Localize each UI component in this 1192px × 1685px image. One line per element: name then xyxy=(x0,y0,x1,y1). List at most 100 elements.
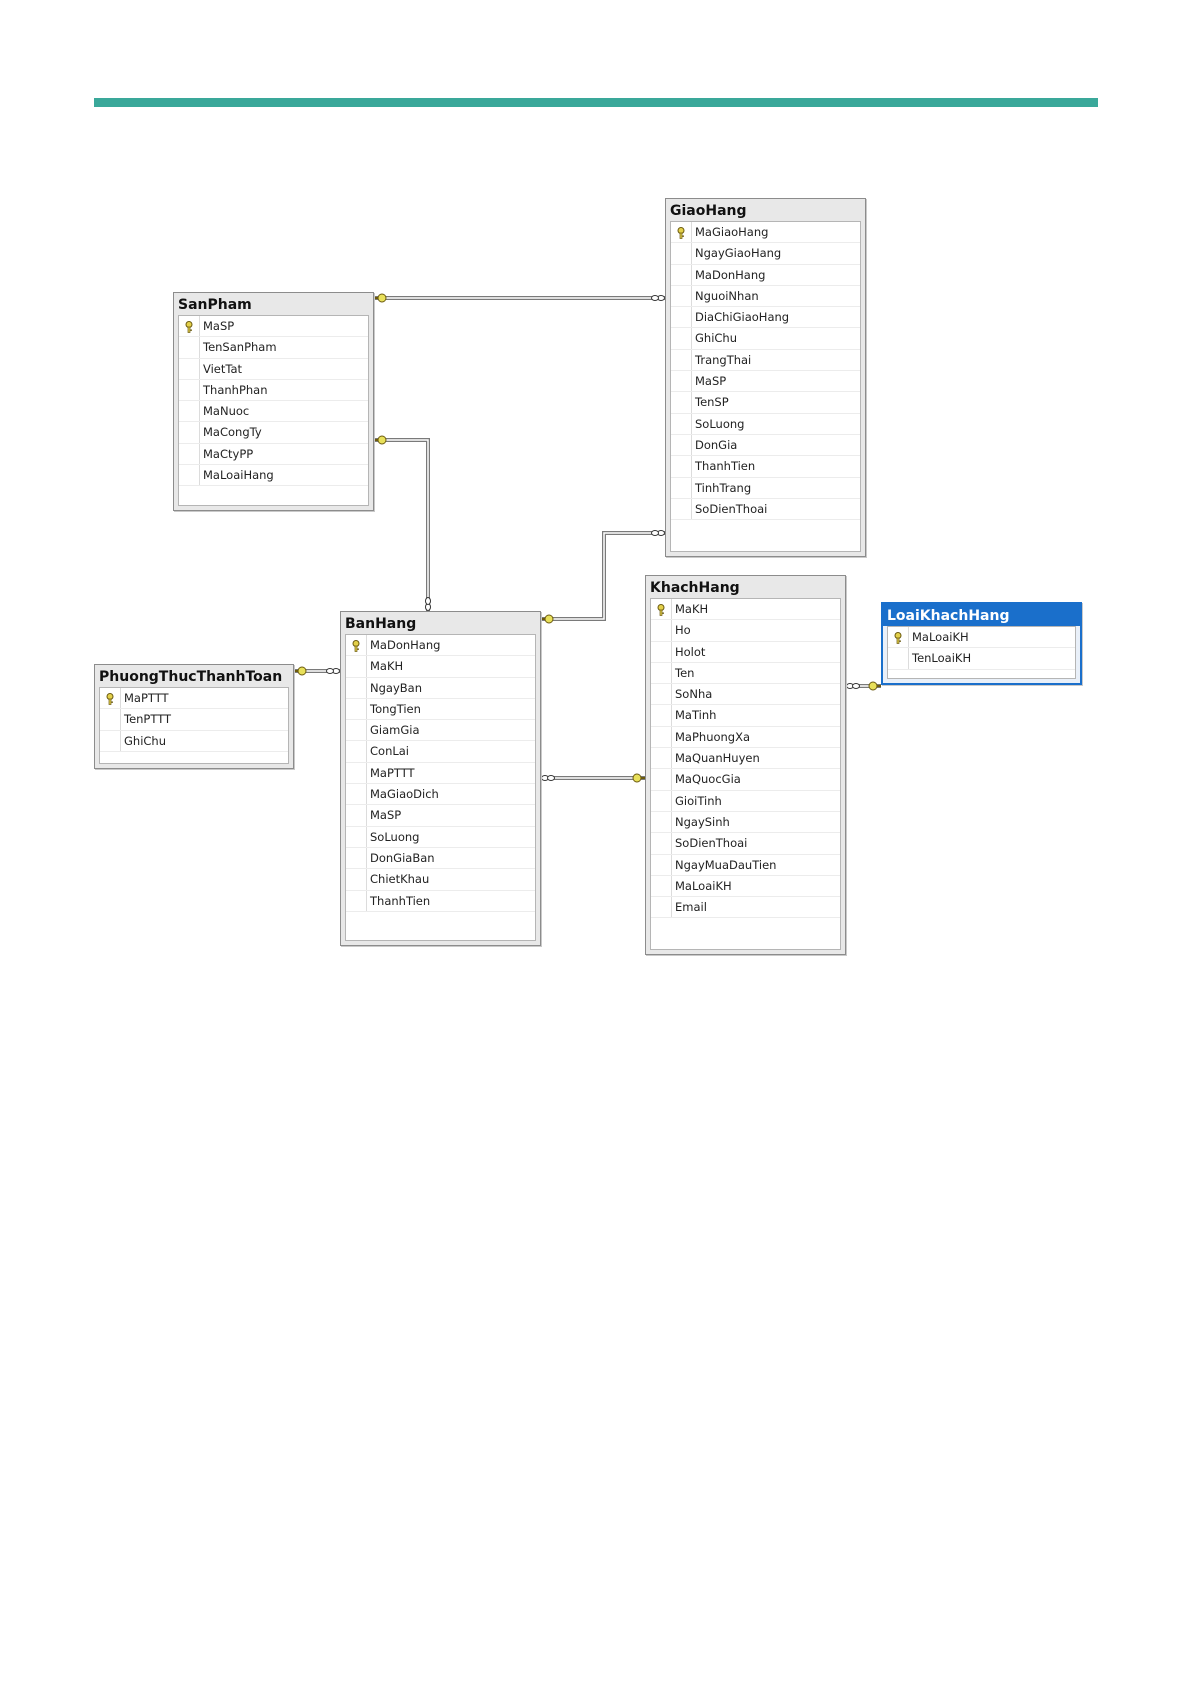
field-name: TongTien xyxy=(370,701,421,716)
row-selector xyxy=(651,811,672,833)
field-row[interactable]: DonGiaBan xyxy=(346,847,535,870)
row-selector xyxy=(651,854,672,875)
field-row[interactable]: MaPhuongXa xyxy=(651,726,840,749)
field-name: ConLai xyxy=(370,744,410,759)
field-row[interactable]: MaKH xyxy=(346,656,535,678)
field-row[interactable]: MaLoaiKH xyxy=(888,627,1075,649)
row-selector xyxy=(671,413,692,434)
primary-key-icon xyxy=(352,640,360,652)
field-row[interactable]: GhiChu xyxy=(100,730,288,752)
field-row[interactable]: Ho xyxy=(651,620,840,642)
field-row[interactable]: Holot xyxy=(651,641,840,663)
field-row[interactable]: MaTinh xyxy=(651,705,840,727)
field-name: MaCtyPP xyxy=(203,446,254,461)
field-row[interactable]: MaPTTT xyxy=(100,688,288,710)
primary-key-icon xyxy=(657,604,665,616)
field-row[interactable]: MaQuocGia xyxy=(651,769,840,791)
field-name: GioiTinh xyxy=(675,793,722,808)
field-name: ChietKhau xyxy=(370,872,430,887)
field-row[interactable]: MaPTTT xyxy=(346,762,535,785)
field-name: MaGiaoHang xyxy=(695,225,769,239)
field-row[interactable]: MaCtyPP xyxy=(179,443,368,466)
field-row[interactable]: NgayBan xyxy=(346,677,535,699)
table-title: SanPham xyxy=(178,297,252,313)
field-name: MaCongTy xyxy=(203,425,262,440)
primary-key-icon xyxy=(677,227,685,239)
row-selector xyxy=(346,805,367,826)
row-selector xyxy=(100,709,121,730)
field-row[interactable]: MaLoaiKH xyxy=(651,875,840,898)
field-name: Ho xyxy=(675,623,691,638)
row-selector xyxy=(671,434,692,456)
field-row[interactable]: MaSP xyxy=(179,316,368,338)
field-name: SoLuong xyxy=(370,829,420,844)
row-selector xyxy=(346,741,367,762)
row-selector xyxy=(671,264,692,285)
field-name: MaSP xyxy=(695,374,727,389)
field-row[interactable]: SoLuong xyxy=(346,826,535,848)
field-name: TinhTrang xyxy=(695,480,752,495)
field-row[interactable]: MaQuanHuyen xyxy=(651,748,840,770)
row-selector xyxy=(179,316,200,337)
field-name: GhiChu xyxy=(695,331,738,346)
field-name: VietTat xyxy=(203,361,243,376)
field-row[interactable]: MaSP xyxy=(346,805,535,827)
field-name: NgayGiaoHang xyxy=(695,246,782,261)
field-row[interactable]: NgayMuaDauTien xyxy=(651,854,840,876)
field-row[interactable]: TinhTrang xyxy=(671,477,860,499)
field-row[interactable]: ThanhPhan xyxy=(179,379,368,402)
field-row[interactable]: MaGiaoDich xyxy=(346,784,535,806)
field-row[interactable]: GiamGia xyxy=(346,720,535,742)
field-name: MaTinh xyxy=(675,708,717,723)
field-row[interactable]: MaDonHang xyxy=(346,635,535,657)
field-row[interactable]: NgaySinh xyxy=(651,811,840,834)
field-row[interactable]: NgayGiaoHang xyxy=(671,243,860,265)
field-row[interactable]: ThanhTien xyxy=(346,890,535,912)
field-row[interactable]: Ten xyxy=(651,662,840,685)
field-row[interactable]: DiaChiGiaoHang xyxy=(671,307,860,329)
field-row[interactable]: MaKH xyxy=(651,599,840,621)
field-row[interactable]: ThanhTien xyxy=(671,456,860,478)
field-row[interactable]: TenSanPham xyxy=(179,337,368,359)
field-row[interactable]: Email xyxy=(651,897,840,919)
field-row[interactable]: TenSP xyxy=(671,392,860,414)
field-row[interactable]: SoDienThoai xyxy=(671,498,860,521)
one-end-key-icon xyxy=(377,293,387,303)
field-row[interactable]: GioiTinh xyxy=(651,790,840,812)
row-selector xyxy=(346,869,367,890)
field-row[interactable]: MaSP xyxy=(671,371,860,393)
row-selector xyxy=(100,688,121,709)
field-row[interactable]: TrangThai xyxy=(671,349,860,372)
relationship-line xyxy=(374,438,430,611)
field-row[interactable]: SoDienThoai xyxy=(651,833,840,855)
field-row[interactable]: DonGia xyxy=(671,434,860,457)
field-row[interactable]: MaDonHang xyxy=(671,264,860,286)
field-row[interactable]: GhiChu xyxy=(671,328,860,350)
field-row[interactable]: SoNha xyxy=(651,684,840,706)
field-row[interactable]: SoLuong xyxy=(671,413,860,435)
row-selector xyxy=(346,698,367,720)
table-title: PhuongThucThanhToan xyxy=(99,669,283,685)
field-row[interactable]: TenLoaiKH xyxy=(888,648,1075,670)
field-name: Ten xyxy=(675,665,695,680)
field-name: GhiChu xyxy=(124,733,167,748)
field-row[interactable]: ChietKhau xyxy=(346,869,535,891)
field-row[interactable]: NguoiNhan xyxy=(671,285,860,308)
field-row[interactable]: MaNuoc xyxy=(179,401,368,423)
field-row[interactable]: MaLoaiHang xyxy=(179,465,368,487)
field-name: MaPhuongXa xyxy=(675,729,751,744)
field-row[interactable]: MaCongTy xyxy=(179,422,368,444)
field-row[interactable]: VietTat xyxy=(179,358,368,380)
field-row[interactable]: TenPTTT xyxy=(100,709,288,731)
field-row[interactable]: MaGiaoHang xyxy=(671,222,860,244)
field-row[interactable]: TongTien xyxy=(346,698,535,721)
field-row[interactable]: ConLai xyxy=(346,741,535,763)
row-selector xyxy=(651,769,672,790)
row-selector xyxy=(346,656,367,677)
